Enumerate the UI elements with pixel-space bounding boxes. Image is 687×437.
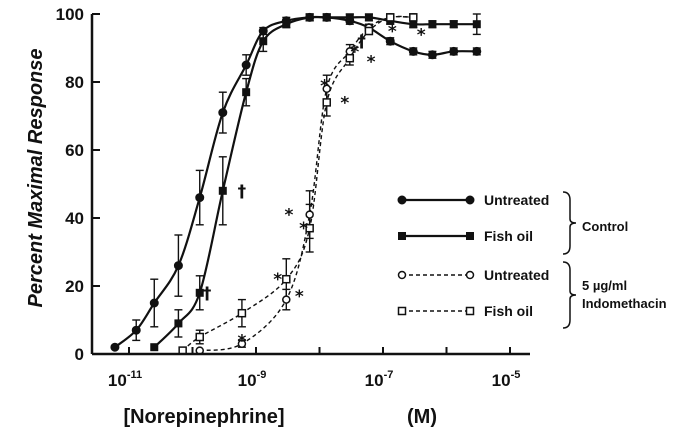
data-point [195,193,205,203]
legend-label: Fish oil [484,303,533,319]
data-point [322,13,331,22]
data-point [259,37,268,46]
data-point [258,26,268,36]
y-tick-label: 60 [65,141,84,160]
legend-marker [398,232,406,240]
legend-group-label: Control [582,219,628,234]
legend-marker [466,232,474,240]
legend-label: Untreated [484,267,549,283]
data-point [345,13,354,22]
legend-group-label: Indomethacin [582,296,667,311]
series-line-2 [199,15,414,352]
data-point [364,13,373,22]
data-point [195,332,204,342]
legend-label: Untreated [484,192,549,208]
data-point [449,20,458,29]
annotation: * [237,331,246,351]
x-axis-title: [Norepinephrine] [123,406,284,428]
data-point [472,46,482,56]
annotation: * [320,76,329,96]
data-point [173,261,183,271]
data-point [195,288,204,297]
data-point [449,46,459,56]
data-point [282,274,291,284]
y-tick-label: 0 [75,345,84,364]
error-bars [132,13,481,348]
legend-brace [562,261,577,329]
data-point [408,46,418,56]
data-point [345,53,355,63]
data-point [241,60,251,70]
data-point [218,186,227,195]
x-tick-label: 10-9 [238,369,267,390]
data-point [385,13,395,22]
annotation: * [350,42,359,62]
annotation: * [417,25,426,45]
annotation: * [367,53,376,73]
data-point [282,20,291,29]
annotation: * [388,22,397,42]
legend-marker [397,306,407,316]
axes [90,14,530,356]
data-point [409,20,418,29]
annotation: † [357,32,366,52]
x-tick-label: 10-7 [365,369,394,390]
y-tick-label: 40 [65,209,84,228]
annotation: † [203,284,212,304]
data-point [282,295,291,304]
data-point [150,343,159,352]
legend-marker [465,306,475,316]
legend-marker [397,195,407,205]
x-axis-unit: (M) [407,406,437,428]
axis-ticks: 0 20 40 60 80 100 10-11 10-9 10-7 10-5 [56,5,521,390]
data-point [428,20,437,29]
x-tick-label: 10-5 [492,369,521,390]
data-point [237,308,247,318]
legend-marker [397,270,407,280]
annotation: * [284,206,293,226]
legend-group-label: 5 µg/ml [582,278,627,293]
data-point [322,98,331,107]
data-point [472,20,481,29]
data-point [364,26,374,36]
data-point [322,84,331,94]
annotation: * [295,287,304,307]
data-point [305,210,314,219]
data-point [385,36,395,46]
data-point [131,325,141,335]
legend-marker [465,270,475,280]
data-point [305,13,314,22]
data-point [174,319,183,328]
data-point [427,50,437,60]
y-tick-label: 100 [56,5,84,24]
series-line-3 [182,15,414,352]
annotation: † [238,182,247,202]
data-point [305,223,314,233]
data-point [242,88,251,97]
data-point [110,342,120,352]
y-tick-label: 20 [65,277,84,296]
y-tick-label: 80 [65,73,84,92]
annotation: * [299,219,308,239]
data-point [218,108,228,118]
legend-marker [465,195,475,205]
data-point [409,13,418,22]
x-tick-label: 10-11 [108,369,142,390]
annotation: * [340,93,349,113]
legend-brace [562,191,577,255]
annotation: * [273,270,282,290]
data-point [237,339,247,349]
significance-annotations: ***********††† [203,22,426,351]
data-point [149,298,159,308]
y-axis-title: Percent Maximal Response [25,49,47,308]
series-markers [110,12,482,355]
legend-label: Fish oil [484,228,533,244]
